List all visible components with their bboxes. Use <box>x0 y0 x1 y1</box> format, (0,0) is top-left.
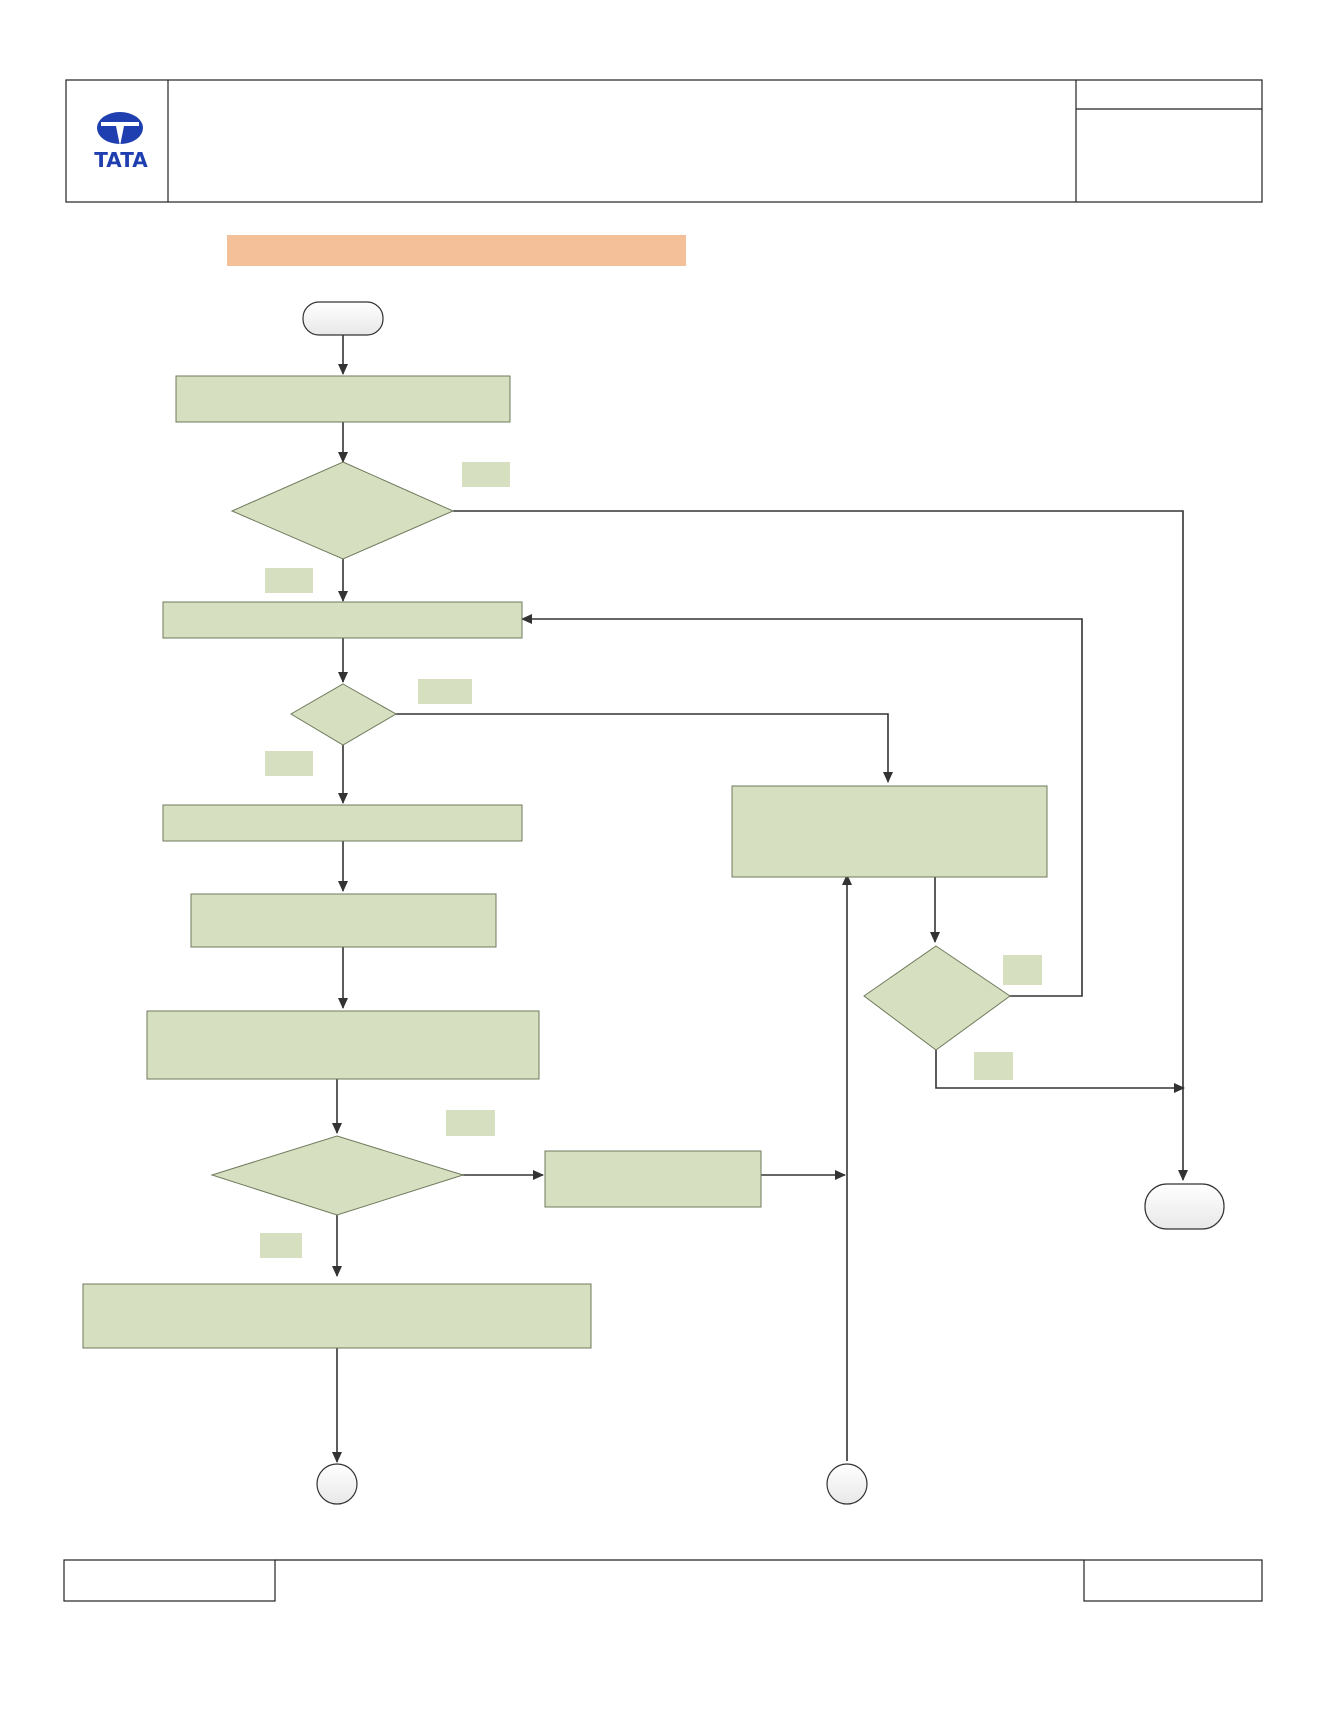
arrow-decision-2-to-process-right <box>395 713 893 783</box>
decision-diamond-3 <box>210 1135 465 1216</box>
decision-3-branch-label-down <box>260 1233 302 1258</box>
process-box-2 <box>162 601 523 639</box>
process-box-4 <box>190 893 497 948</box>
process-box-7 <box>82 1283 592 1349</box>
decision-2-branch-label-down <box>265 751 313 776</box>
decision-4-branch-label-down <box>974 1052 1013 1080</box>
arrow-decision-4-to-end <box>935 1048 1185 1093</box>
decision-3-branch-label-right <box>446 1110 495 1136</box>
decision-diamond-1 <box>230 461 455 560</box>
process-box-5 <box>146 1010 540 1080</box>
arrow-decision-1-to-end <box>453 510 1188 1181</box>
decision-diamond-2 <box>290 683 398 746</box>
start-terminal <box>302 301 384 336</box>
section-banner <box>227 235 686 266</box>
arrow-decision-4-loop-to-process-2 <box>521 614 1083 997</box>
end-terminal <box>1144 1183 1225 1230</box>
decision-1-branch-label-down <box>265 568 313 593</box>
flow-nodes <box>82 301 1225 1505</box>
connector-circle-right <box>826 1463 868 1505</box>
logo-wordmark: TATA <box>94 148 148 172</box>
process-box-1 <box>175 375 511 423</box>
process-box-6 <box>544 1150 762 1208</box>
decision-diamond-4 <box>863 945 1011 1051</box>
header-block: TATA <box>65 79 1263 203</box>
decision-2-branch-label-right <box>418 679 472 704</box>
tata-logo-icon: TATA <box>94 112 148 172</box>
decision-4-branch-label-right <box>1003 955 1042 985</box>
decision-1-branch-label-right <box>462 462 510 487</box>
flow-connectors <box>332 335 1188 1463</box>
footer-block <box>63 1559 1263 1602</box>
process-box-3 <box>162 804 523 842</box>
connector-circle-left <box>316 1463 358 1505</box>
process-box-right <box>731 785 1048 878</box>
